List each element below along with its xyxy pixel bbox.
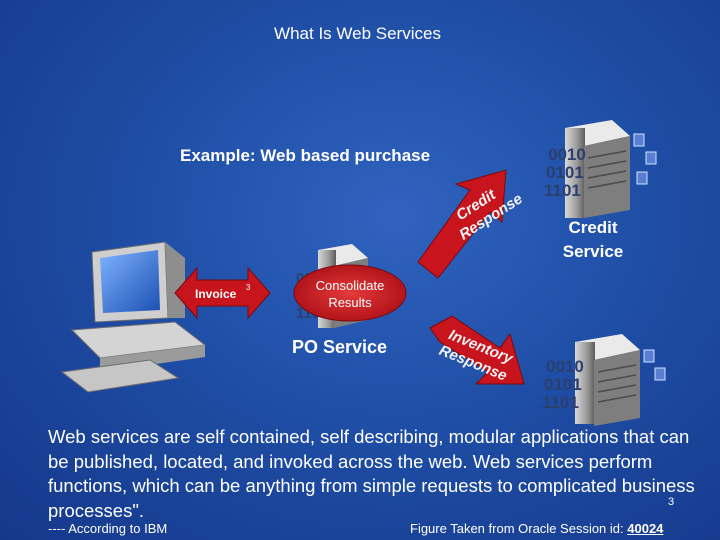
binary-line-3: 1101 bbox=[542, 393, 579, 412]
server-icon bbox=[565, 120, 657, 218]
binary-line-3: 1101 bbox=[544, 181, 581, 200]
invoice-label: Invoice bbox=[195, 287, 237, 301]
binary-line-1: 0010 bbox=[546, 357, 584, 376]
credit-service-line-2: Service bbox=[562, 242, 624, 261]
server-icon bbox=[575, 334, 666, 426]
consolidate-line-2: Results bbox=[328, 295, 372, 310]
inventory-response-arrow: Inventory Response bbox=[429, 315, 525, 385]
credit-service-label: Credit Service bbox=[548, 216, 638, 264]
binary-digits-bottom: 0010 0101 1101 bbox=[542, 357, 584, 412]
figure-note: Figure Taken from Oracle Session id: 400… bbox=[410, 521, 663, 536]
figure-note-id: 40024 bbox=[627, 521, 664, 536]
credit-service-line-1: Credit bbox=[568, 218, 618, 237]
binary-line-2: 0101 bbox=[546, 163, 584, 182]
po-service-label: PO Service bbox=[292, 337, 388, 357]
binary-digits-top: 0010 0101 1101 bbox=[544, 145, 586, 200]
desktop-computer-icon bbox=[60, 241, 207, 393]
invoice-superscript: 3 bbox=[246, 283, 251, 292]
example-heading: Example: Web based purchase bbox=[180, 146, 431, 165]
binary-line-1: 0010 bbox=[548, 145, 586, 164]
figure-note-prefix: Figure Taken from Oracle Session id: bbox=[410, 521, 628, 536]
invoice-arrow: Invoice 3 bbox=[174, 266, 271, 320]
attribution: ---- According to IBM bbox=[48, 521, 168, 536]
body-text: Web services are self contained, self de… bbox=[48, 426, 695, 521]
slide-title: What Is Web Services bbox=[274, 24, 441, 43]
consolidate-line-1: Consolidate bbox=[316, 278, 385, 293]
binary-line-2: 0101 bbox=[544, 375, 582, 394]
consolidate-results-blob: Consolidate Results bbox=[293, 264, 407, 322]
credit-response-arrow: Credit Response bbox=[417, 169, 526, 279]
page-number: 3 bbox=[668, 496, 675, 508]
